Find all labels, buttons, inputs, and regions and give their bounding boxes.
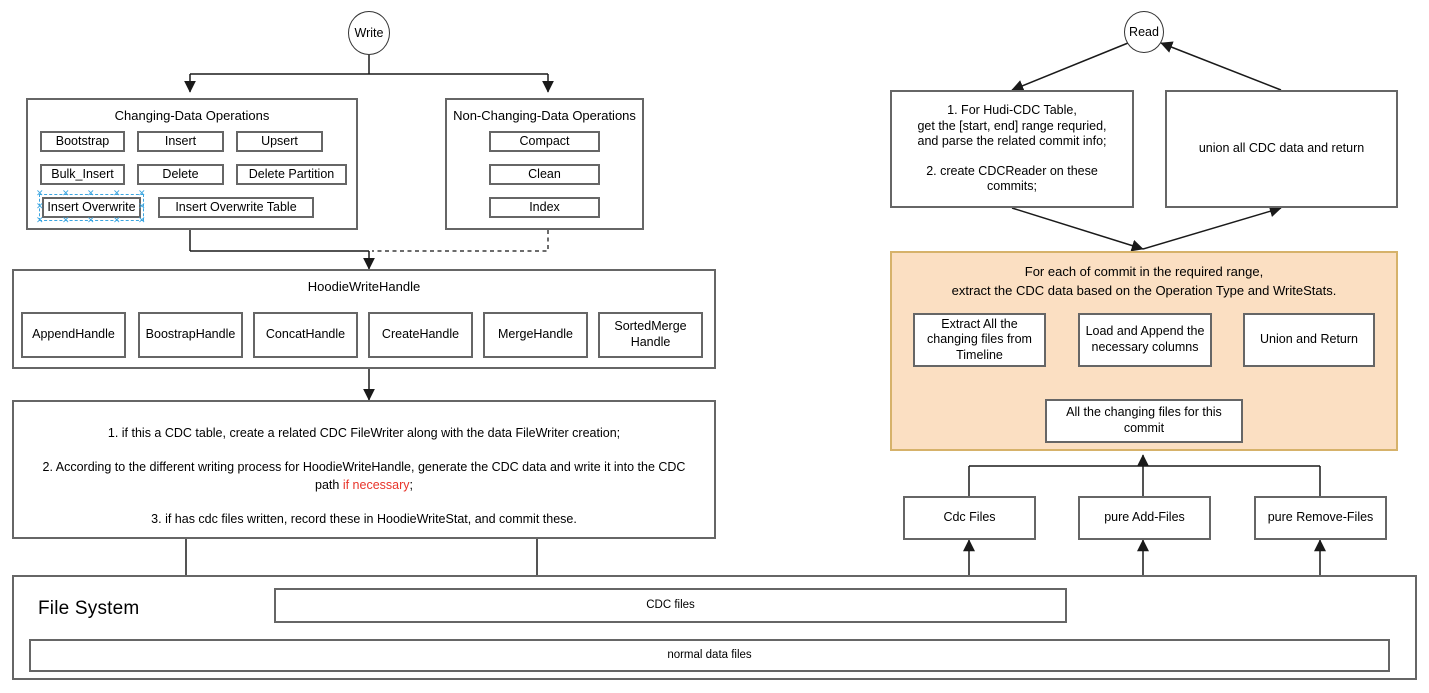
read-start-label: Read [1129, 25, 1159, 39]
handle-sorted-merge-label: SortedMerge Handle [614, 319, 687, 349]
op-bulk-insert[interactable]: Bulk_Insert [40, 164, 125, 185]
hoodie-write-handle-title: HoodieWriteHandle [307, 279, 421, 294]
op-delete-label: Delete [162, 166, 199, 181]
op-insert-label: Insert [164, 133, 197, 148]
read-step1-line2: get the [start, end] range requried, [917, 118, 1107, 133]
read-union-return-label: union all CDC data and return [1198, 141, 1365, 156]
write-instruction-2-cont: path if necessary; [30, 478, 698, 492]
per-commit-title-line1: For each of commit in the required range… [1024, 264, 1264, 279]
handle-append-label: AppendHandle [32, 327, 115, 342]
op-insert-overwrite-table[interactable]: Insert Overwrite Table [158, 197, 314, 218]
op-delete[interactable]: Delete [137, 164, 224, 185]
handle-merge[interactable]: MergeHandle [483, 312, 588, 358]
pure-remove-files-box[interactable]: pure Remove-Files [1254, 496, 1387, 540]
file-system-cdc-files[interactable]: CDC files [274, 588, 1067, 623]
read-step1-line3: and parse the related commit info; [917, 134, 1107, 149]
pure-add-files-label: pure Add-Files [1104, 510, 1185, 525]
file-system-cdc-files-label: CDC files [646, 599, 695, 612]
op-insert-overwrite-table-label: Insert Overwrite Table [175, 199, 297, 214]
cdc-files-box[interactable]: Cdc Files [903, 496, 1036, 540]
handle-concat[interactable]: ConcatHandle [253, 312, 358, 358]
handle-sorted-merge[interactable]: SortedMerge Handle [598, 312, 703, 358]
read-step1-line1: 1. For Hudi-CDC Table, [947, 102, 1077, 117]
read-step1-box[interactable]: 1. For Hudi-CDC Table, get the [start, e… [890, 90, 1134, 208]
write-instruction-3: 3. if has cdc files written, record thes… [151, 512, 577, 526]
per-commit-title-line2: extract the CDC data based on the Operat… [951, 282, 1337, 298]
write-instruction-2-text: 2. According to the different writing pr… [42, 460, 686, 474]
union-and-return-box[interactable]: Union and Return [1243, 313, 1375, 367]
op-clean-label: Clean [528, 166, 561, 181]
write-instruction-2-emphasis: if necessary [342, 478, 410, 492]
op-insert-overwrite-label: Insert Overwrite [47, 199, 136, 214]
write-instruction-1: 1. if this a CDC table, create a related… [107, 426, 621, 440]
handle-bootstrap-label: BoostrapHandle [145, 327, 236, 342]
all-changing-files-commit-label: All the changing files for this commit [1066, 405, 1222, 435]
op-upsert[interactable]: Upsert [236, 131, 323, 152]
handle-create[interactable]: CreateHandle [368, 312, 473, 358]
cdc-files-label: Cdc Files [943, 510, 996, 525]
extract-changing-files-label: Extract All the changing files from Time… [927, 316, 1032, 362]
pure-remove-files-label: pure Remove-Files [1267, 510, 1374, 525]
read-start-node[interactable]: Read [1124, 11, 1164, 53]
write-instruction-2-path: path [315, 478, 343, 492]
handle-create-label: CreateHandle [381, 327, 460, 342]
file-system-normal-data-files-label: normal data files [667, 649, 752, 662]
read-union-return-box[interactable]: union all CDC data and return [1165, 90, 1398, 208]
file-system-label: File System [38, 598, 140, 619]
non-changing-data-operations-title: Non-Changing-Data Operations [453, 108, 636, 123]
write-instruction-2: 2. According to the different writing pr… [30, 460, 698, 474]
all-changing-files-commit-box[interactable]: All the changing files for this commit [1045, 399, 1243, 443]
write-instructions-box: 1. if this a CDC table, create a related… [12, 400, 716, 539]
handle-append[interactable]: AppendHandle [21, 312, 126, 358]
handle-concat-label: ConcatHandle [265, 327, 346, 342]
op-bootstrap-label: Bootstrap [55, 133, 110, 148]
op-upsert-label: Upsert [261, 133, 298, 148]
op-delete-partition[interactable]: Delete Partition [236, 164, 347, 185]
read-step1-line5: commits; [987, 179, 1037, 194]
union-and-return-label: Union and Return [1260, 332, 1358, 347]
write-start-node[interactable]: Write [348, 11, 390, 55]
per-commit-extraction-title: For each of commit in the required range… [892, 263, 1396, 301]
file-system-normal-data-files[interactable]: normal data files [29, 639, 1390, 672]
op-delete-partition-label: Delete Partition [248, 166, 335, 181]
pure-add-files-box[interactable]: pure Add-Files [1078, 496, 1211, 540]
load-append-columns-label: Load and Append the necessary columns [1085, 324, 1205, 354]
op-index[interactable]: Index [489, 197, 600, 218]
handle-bootstrap[interactable]: BoostrapHandle [138, 312, 243, 358]
op-index-label: Index [529, 199, 560, 214]
changing-data-operations-title: Changing-Data Operations [114, 108, 270, 123]
op-bootstrap[interactable]: Bootstrap [40, 131, 125, 152]
write-instruction-2-semicolon: ; [409, 478, 413, 492]
op-insert-overwrite[interactable]: Insert Overwrite [42, 197, 141, 218]
load-append-columns-box[interactable]: Load and Append the necessary columns [1078, 313, 1212, 367]
read-step1-line4: 2. create CDCReader on these [926, 163, 1098, 178]
handle-merge-label: MergeHandle [497, 327, 574, 342]
op-bulk-insert-label: Bulk_Insert [51, 166, 114, 181]
op-compact[interactable]: Compact [489, 131, 600, 152]
extract-changing-files-box[interactable]: Extract All the changing files from Time… [913, 313, 1046, 367]
op-compact-label: Compact [519, 133, 570, 148]
write-start-label: Write [354, 26, 384, 40]
op-insert[interactable]: Insert [137, 131, 224, 152]
op-clean[interactable]: Clean [489, 164, 600, 185]
